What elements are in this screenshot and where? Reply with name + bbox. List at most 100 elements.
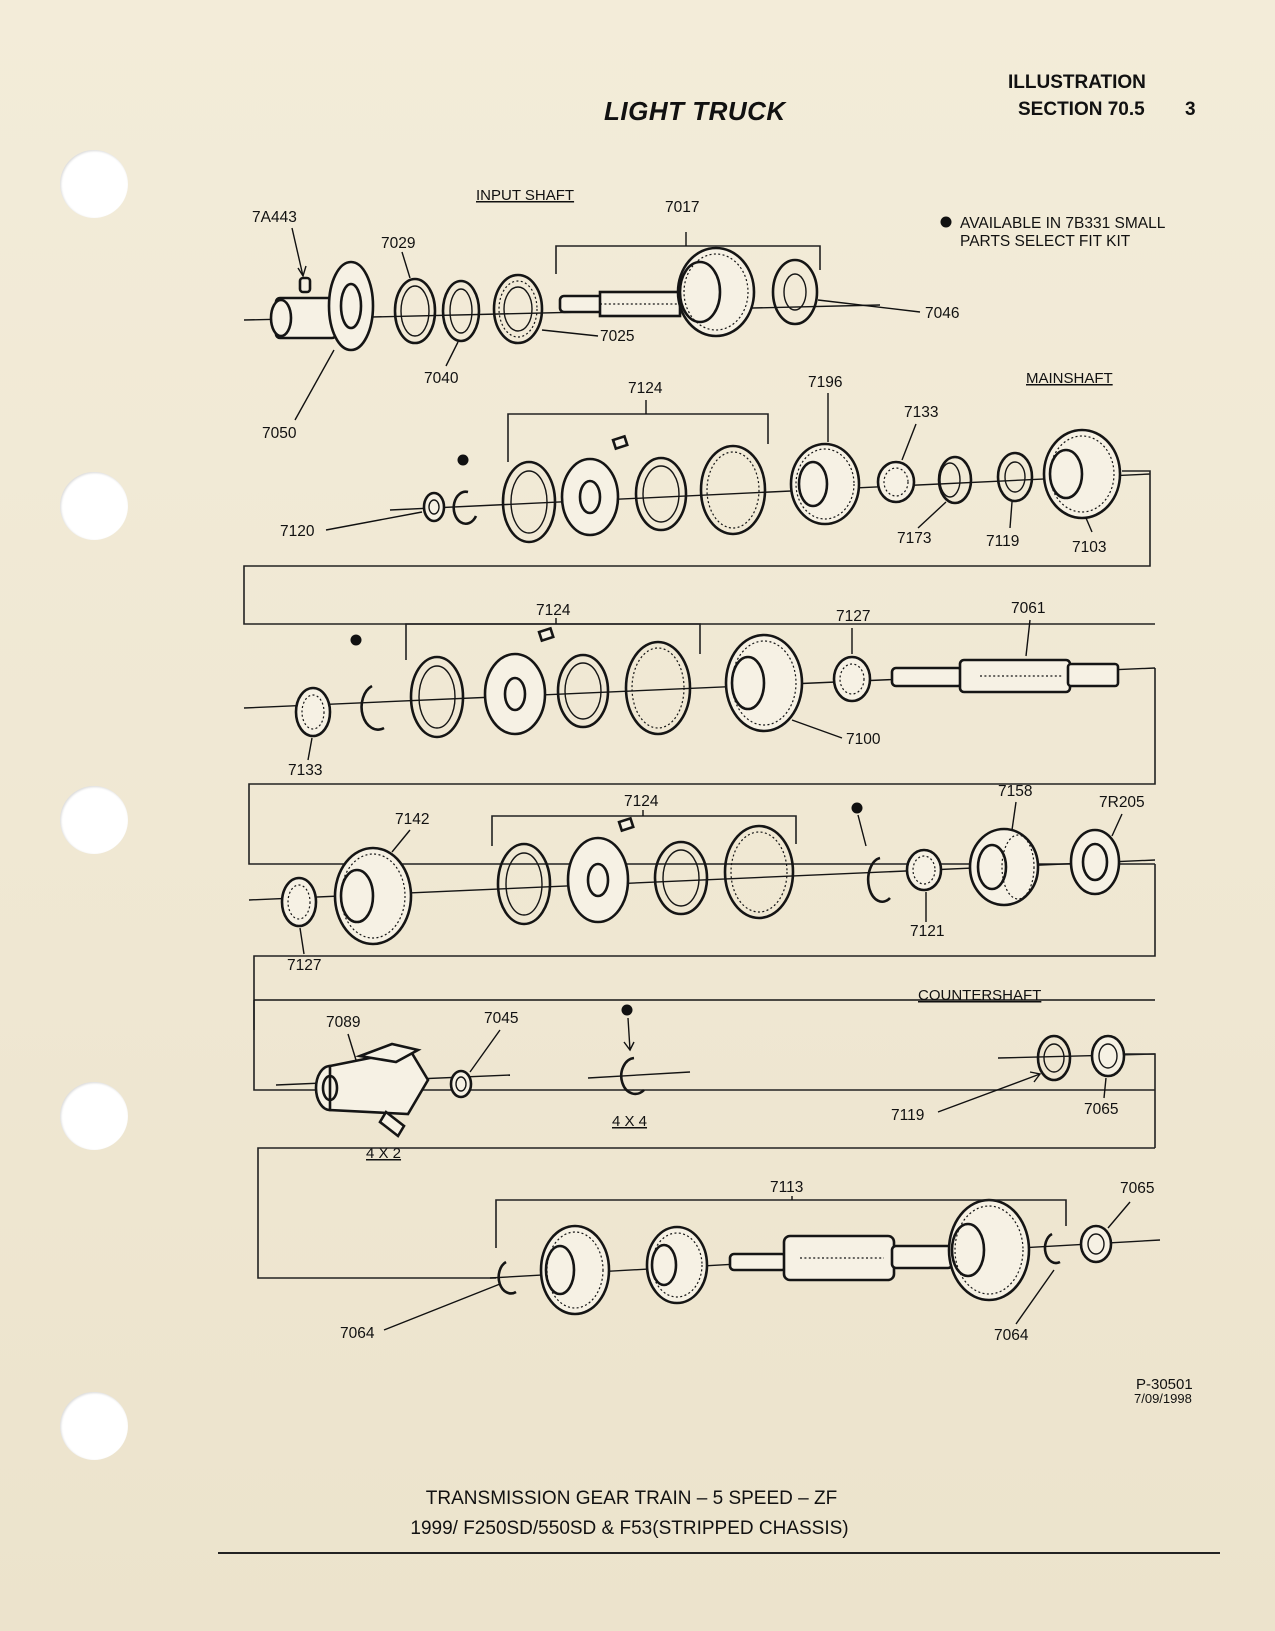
- caption-models: 1999/ F250SD/550SD & F53(STRIPPED CHASSI…: [410, 1518, 849, 1539]
- label-7158: 7158: [998, 783, 1032, 800]
- drawing-date: 7/09/1998: [1134, 1391, 1192, 1406]
- select-fit-dot-icon: [350, 634, 362, 646]
- row-input-shaft: INPUT SHAFT 7A443 7029: [243, 187, 959, 442]
- synchronizer-hub: [483, 652, 547, 736]
- label-7R205: 7R205: [1099, 794, 1145, 811]
- mainshaft-7061: [890, 658, 1120, 694]
- label-7025: 7025: [600, 328, 634, 345]
- label-7142: 7142: [395, 811, 429, 828]
- blocker-ring: [556, 653, 610, 729]
- shim-7029: [393, 277, 437, 345]
- washer-7119: [1036, 1034, 1072, 1082]
- label-7127: 7127: [836, 608, 870, 625]
- input-shaft-heading: INPUT SHAFT: [476, 187, 574, 204]
- synchro-ring: [409, 655, 465, 739]
- snap-ring: [620, 1056, 645, 1096]
- note-line-1: AVAILABLE IN 7B331 SMALL: [960, 215, 1166, 232]
- label-7113: 7113: [770, 1179, 803, 1196]
- binder-hole: [60, 472, 128, 540]
- label-7017: 7017: [665, 199, 699, 216]
- row-mainshaft-2: 7124 7127 7061 7133 7100: [243, 600, 1156, 865]
- section-label: SECTION 70.5: [1018, 99, 1145, 120]
- mainshaft-heading: MAINSHAFT: [1026, 370, 1113, 387]
- gear-7196: [789, 442, 861, 526]
- row-yoke-countershaft: COUNTERSHAFT 4 X 2 4 X 4 7089 7045 7119 …: [253, 987, 1156, 1162]
- bearing-7065: [1079, 1224, 1113, 1264]
- drawing-number: P-30501: [1136, 1376, 1193, 1393]
- sleeve: [723, 824, 795, 920]
- binder-hole: [60, 1392, 128, 1460]
- select-fit-dot-icon: [621, 1004, 633, 1016]
- synchronizer-hub: [566, 836, 630, 924]
- label-7120: 7120: [280, 523, 315, 540]
- label-7121: 7121: [910, 923, 944, 940]
- select-fit-dot-icon: [851, 802, 863, 814]
- footer-rule: [218, 1552, 1220, 1554]
- row-countershaft: 7113 7065 7064 7064: [257, 1147, 1161, 1344]
- synchronizer-hub: [560, 457, 620, 537]
- select-fit-dot-icon: [940, 216, 952, 228]
- yoke-7089: [314, 1042, 430, 1138]
- label-7061: 7061: [1011, 600, 1045, 617]
- blocker-ring: [653, 840, 709, 916]
- caption-title: TRANSMISSION GEAR TRAIN – 5 SPEED – ZF: [425, 1488, 838, 1509]
- gear-7158: [968, 827, 1040, 907]
- bearing-retainer: [269, 260, 375, 352]
- row-mainshaft-3: 7124 7142 7158 7R205 7127 7121: [248, 783, 1156, 1030]
- page-number: 3: [1185, 99, 1196, 120]
- countershaft-7113: [728, 1234, 954, 1282]
- label-row6-7065: 7065: [1120, 1180, 1154, 1197]
- label-row2-7119: 7119: [986, 533, 1019, 550]
- page-title: LIGHT TRUCK: [604, 96, 786, 126]
- label-7089: 7089: [326, 1014, 360, 1031]
- bearing-7R205: [1069, 828, 1121, 896]
- synchro-ring: [496, 842, 552, 926]
- 4x2-heading: 4 X 2: [366, 1145, 401, 1162]
- binder-hole: [60, 1082, 128, 1150]
- synchro-ring: [501, 460, 557, 544]
- label-7050: 7050: [262, 425, 297, 442]
- snap-ring-7064: [1043, 1232, 1061, 1265]
- label-7103: 7103: [1072, 539, 1106, 556]
- row-mainshaft-1: MAINSHAFT 7124 7196 7133 712: [243, 370, 1155, 625]
- label-row5-7065: 7065: [1084, 1101, 1118, 1118]
- label-row4-7124: 7124: [624, 793, 659, 810]
- label-7029: 7029: [381, 235, 415, 252]
- spacer-7173: [937, 455, 973, 505]
- bearing-7046: [771, 258, 819, 326]
- needle-bearing-7127: [832, 655, 872, 703]
- label-7046: 7046: [925, 305, 959, 322]
- label-row3-7124: 7124: [536, 602, 571, 619]
- snap-ring: [452, 490, 478, 526]
- race-7040: [441, 279, 481, 343]
- sleeve: [624, 640, 692, 736]
- label-row6-7064-left: 7064: [340, 1325, 375, 1342]
- 4x4-heading: 4 X 4: [612, 1113, 647, 1130]
- select-fit-dot-icon: [457, 454, 469, 466]
- label-7100: 7100: [846, 731, 881, 748]
- label-row2-7133: 7133: [904, 404, 938, 421]
- blocker-ring: [634, 456, 688, 532]
- drive-gear: [947, 1198, 1031, 1302]
- binder-hole: [60, 786, 128, 854]
- note-line-2: PARTS SELECT FIT KIT: [960, 233, 1131, 250]
- label-row6-7064-right: 7064: [994, 1327, 1029, 1344]
- snap-ring: [866, 856, 891, 903]
- snap-ring: [360, 684, 385, 731]
- needle-bearing-7121: [905, 848, 943, 892]
- washer-7119: [996, 451, 1034, 503]
- label-7A443: 7A443: [252, 209, 297, 226]
- countershaft-heading: COUNTERSHAFT: [918, 987, 1041, 1004]
- nut-7120: [422, 491, 446, 523]
- label-7040: 7040: [424, 370, 459, 387]
- seal-7045: [449, 1069, 473, 1099]
- label-7173: 7173: [897, 530, 931, 547]
- bearing-7065: [1090, 1034, 1126, 1078]
- label-7196: 7196: [808, 374, 842, 391]
- label-row3-7133: 7133: [288, 762, 322, 779]
- input-shaft: [558, 246, 756, 338]
- label-7045: 7045: [484, 1010, 518, 1027]
- sleeve: [699, 444, 767, 536]
- label-row2-7124: 7124: [628, 380, 663, 397]
